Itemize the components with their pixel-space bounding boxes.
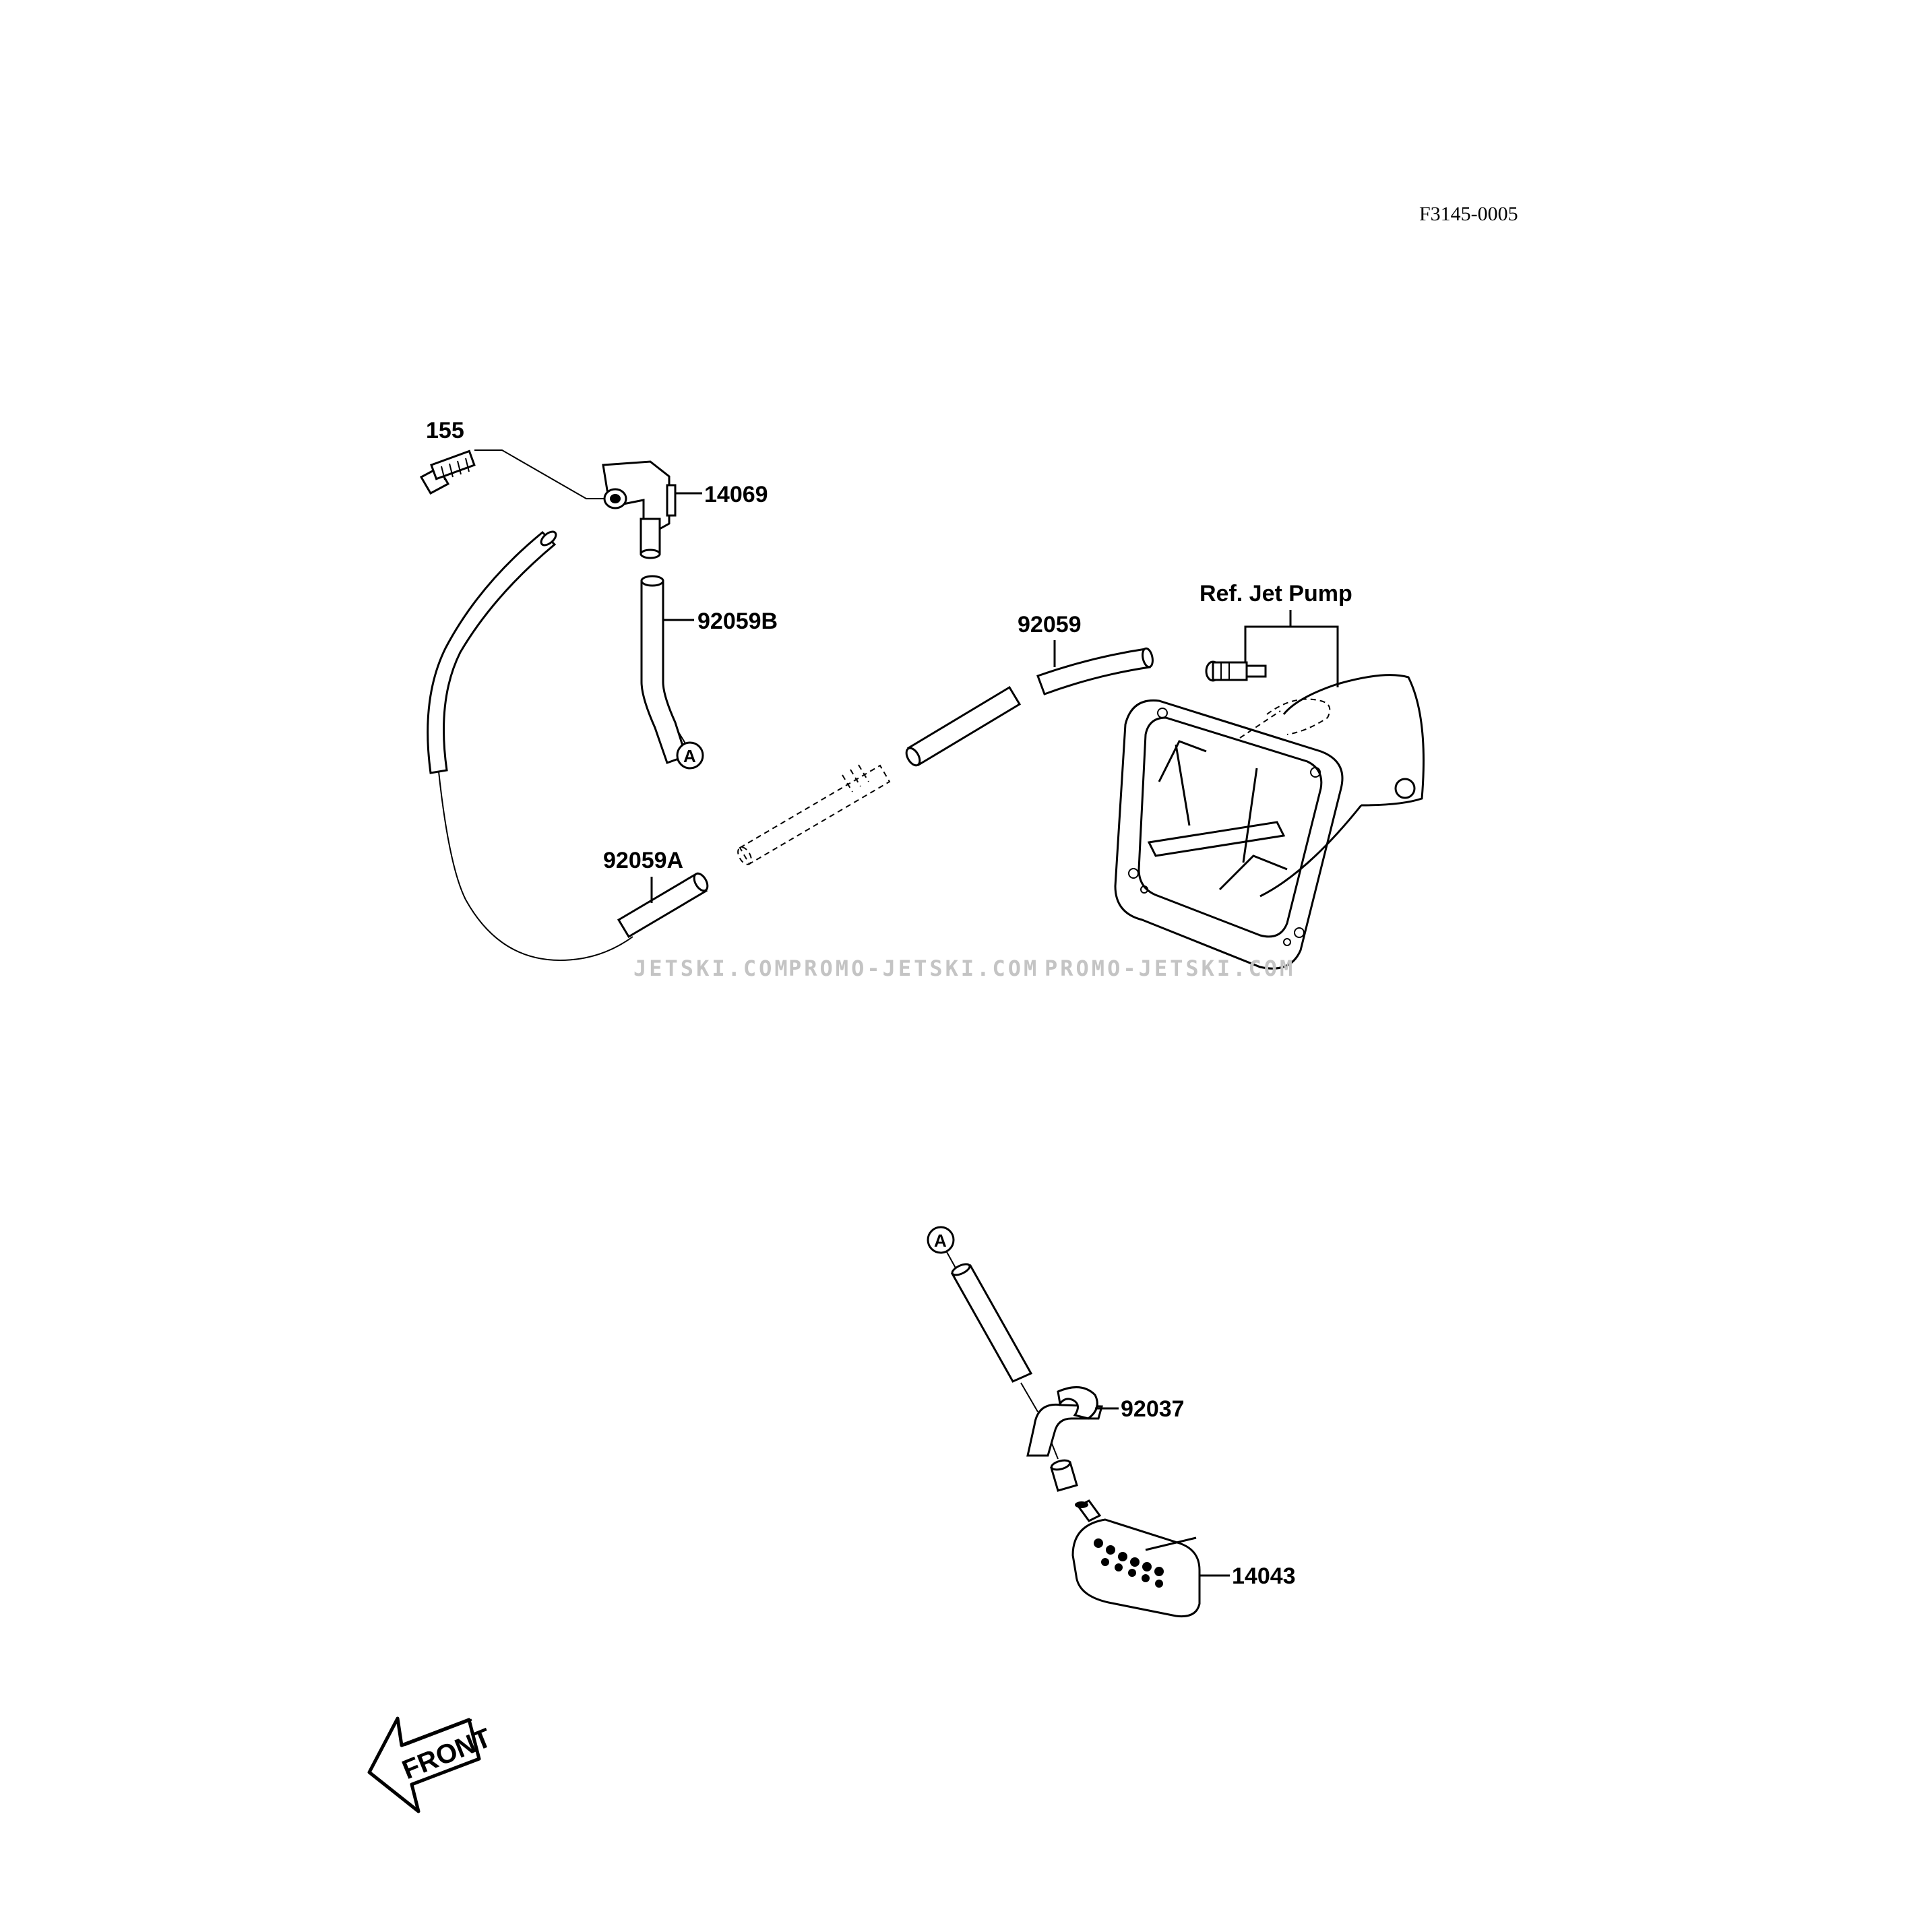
- leader-jet-pump: [1244, 610, 1292, 667]
- callout-14069: 14069: [704, 482, 768, 507]
- watermark-1: JETSKI.COM: [633, 956, 790, 981]
- elbow-fitting-14069: [602, 460, 677, 559]
- front-arrow-icon: FRONT: [367, 1716, 495, 1813]
- svg-text:A: A: [683, 746, 696, 766]
- jet-pump-housing: [1114, 674, 1425, 970]
- strainer-14043: [1071, 1499, 1201, 1618]
- jet-pump-fitting: [1205, 660, 1267, 682]
- hose-92059: [1036, 647, 1154, 695]
- hose-lower: [950, 1263, 1033, 1383]
- bolt-155-part: [419, 449, 476, 495]
- rubber-sleeve: [1050, 1459, 1078, 1492]
- reference-label-jet-pump: Ref. Jet Pump: [1199, 581, 1352, 606]
- hose-92059a: [617, 872, 709, 939]
- watermark-2: PROMO-JETSKI.COM: [788, 956, 1039, 981]
- callout-155: 155: [426, 418, 464, 443]
- watermark-3: PROMO-JETSKI.COM: [1045, 956, 1295, 981]
- connector-marker-a-top: A: [676, 741, 704, 770]
- callout-92059: 92059: [1018, 612, 1082, 637]
- hose-middle: [905, 685, 1022, 767]
- diagram-code: F3145-0005: [1419, 203, 1518, 225]
- callout-92059a: 92059A: [603, 848, 683, 873]
- hose-path-line: [438, 771, 633, 962]
- clamp-to-sleeve-line: [1051, 1441, 1059, 1460]
- leader-155: [474, 449, 613, 499]
- connector-marker-a-bottom: A: [927, 1226, 955, 1254]
- hose-to-clamp-line: [1020, 1382, 1038, 1412]
- callout-14043: 14043: [1232, 1563, 1296, 1589]
- callout-92037: 92037: [1121, 1396, 1185, 1422]
- hose-92059b: [640, 575, 687, 764]
- leader-jet-pump-right: [1290, 625, 1339, 687]
- hidden-joint-dashed: [737, 764, 891, 865]
- hose-long-left: [427, 530, 557, 774]
- clamp-92037: [1026, 1386, 1103, 1457]
- svg-text:A: A: [934, 1230, 947, 1251]
- callout-92059b: 92059B: [697, 609, 778, 634]
